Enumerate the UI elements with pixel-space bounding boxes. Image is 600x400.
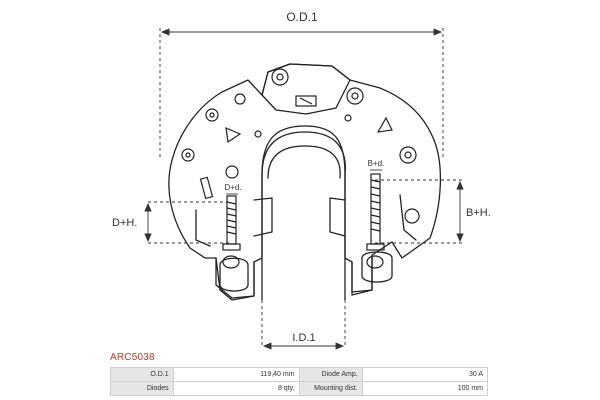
mount-hole [404, 208, 420, 224]
diode-triangle-icon [225, 127, 242, 144]
spec-value: 30 A [361, 367, 489, 382]
table-row: O.D.1 119,40 mm Diode Amp. 30 A [110, 367, 489, 382]
table-row: Diodes 8 qty. Mounting dist. 100 mm [110, 381, 489, 396]
mount-hole [271, 68, 289, 86]
mount-hole [399, 146, 417, 164]
spec-table: O.D.1 119,40 mm Diode Amp. 30 A Diodes 8… [110, 367, 489, 396]
id-label: I.D.1 [292, 332, 315, 344]
od-label: O.D.1 [286, 10, 318, 24]
terminal-slot [199, 176, 214, 200]
mount-hole [205, 108, 219, 122]
terminal-slot [295, 95, 317, 107]
mount-hole [225, 165, 239, 179]
part-code: ARC5038 [110, 352, 155, 363]
mount-hole [234, 93, 246, 105]
spec-key: O.D.1 [110, 367, 174, 382]
spec-value: 100 mm [361, 381, 489, 396]
dh-label: D+H. [112, 217, 137, 229]
mount-hole [346, 87, 364, 105]
spec-key: Mounting dist. [298, 381, 363, 396]
spec-key: Diode Amp. [298, 367, 363, 382]
rectifier-outline [168, 63, 442, 301]
spec-key: Diodes [110, 381, 174, 396]
spec-value: 8 qty. [172, 381, 300, 396]
bh-label: B+H. [466, 207, 491, 219]
dd-label: D+d. [224, 183, 241, 192]
mount-hole [181, 148, 195, 162]
bd-label: B+d. [368, 159, 385, 168]
mounting-bolt-icon [222, 195, 241, 269]
diode-triangle-icon [376, 116, 393, 133]
spec-value: 119,40 mm [172, 367, 300, 382]
mounting-bolt-icon [366, 173, 385, 269]
